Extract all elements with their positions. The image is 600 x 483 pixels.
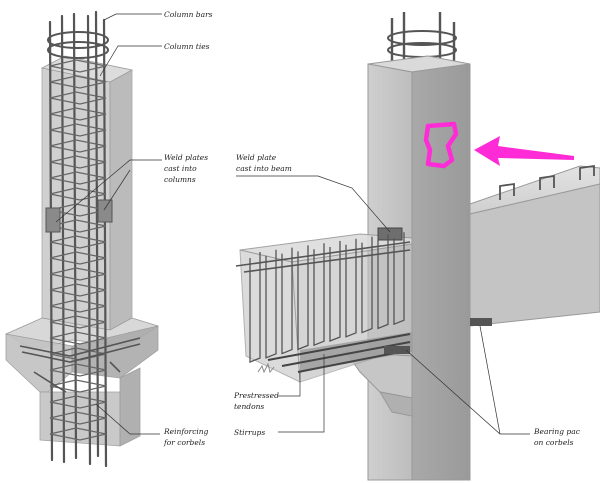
column-tie — [49, 251, 107, 265]
left-column-base-side — [119, 367, 141, 447]
label-weld-plates-columns: Weld plates — [164, 153, 208, 162]
column-tie — [49, 395, 107, 409]
left-column-shaft-side — [109, 69, 133, 331]
column-tie — [49, 235, 107, 249]
left-beam — [235, 227, 413, 383]
left-beam-end — [239, 249, 301, 383]
label-weld-plate-beam-line2: cast into beam — [236, 164, 292, 173]
beam-stirrup — [297, 245, 309, 351]
beam-stirrup — [313, 243, 325, 347]
column-tie — [49, 411, 107, 425]
left-weld-plate-1 — [45, 207, 61, 233]
label-reinforcing-corbels: Reinforcing — [163, 427, 209, 436]
highlight-marker — [423, 121, 459, 169]
column-tie — [49, 107, 107, 121]
left-beam-top-bars — [235, 241, 411, 273]
label-weld-plate-beam: Weld plate — [236, 153, 277, 162]
label-bearing-pad-line2: on corbels — [534, 438, 574, 447]
label-prestressed-tendons: Prestressed — [233, 391, 279, 400]
beam-stirrup — [329, 241, 341, 342]
beam-stirrup — [281, 247, 293, 355]
labels: Column bars Column ties Weld plates cast… — [163, 10, 581, 447]
column-tie — [49, 171, 107, 185]
right-beam-top — [469, 165, 600, 215]
beam-stirrup — [377, 234, 389, 330]
label-column-bars: Column bars — [164, 10, 213, 19]
label-bearing-pad: Bearing pac — [533, 427, 581, 436]
right-corbel-base — [378, 391, 413, 417]
column-tie — [49, 155, 107, 169]
column-tie — [49, 91, 107, 105]
label-prestressed-tendons-line2: tendons — [234, 402, 264, 411]
column-tie — [49, 347, 107, 361]
column-tie — [49, 363, 107, 377]
corbel-reinforcing — [19, 337, 141, 393]
left-column-bar-tops — [47, 31, 109, 59]
beam-stirrup — [265, 249, 277, 359]
column-tie — [49, 315, 107, 329]
column-tie — [49, 75, 107, 89]
label-stirrups: Stirrups — [234, 428, 265, 437]
beam-stirrup — [361, 236, 373, 334]
column-tie — [49, 379, 107, 393]
left-beam-stirrups — [249, 232, 405, 363]
highlight-arrow — [474, 136, 574, 166]
column-tie — [49, 123, 107, 137]
column-tie — [49, 299, 107, 313]
leader-lines — [55, 13, 530, 435]
ground-tuft — [257, 362, 275, 374]
column-tie — [49, 331, 107, 345]
beam-stirrup — [393, 232, 405, 326]
right-column-ties — [387, 30, 457, 58]
column-tie — [49, 283, 107, 297]
right-beam-front — [469, 183, 600, 327]
left-column-ties — [49, 59, 107, 441]
left-weld-plate-2 — [97, 199, 113, 223]
bearing-pad-left — [384, 346, 410, 354]
column-tie — [49, 187, 107, 201]
column-tie — [49, 267, 107, 281]
label-weld-plates-columns-line3: columns — [164, 175, 196, 184]
label-column-ties: Column ties — [164, 42, 210, 51]
label-reinforcing-corbels-line2: for corbels — [163, 438, 205, 447]
beam-weld-plate — [377, 227, 403, 241]
bearing-pad-right — [470, 318, 492, 326]
right-beam — [469, 164, 600, 327]
column-tie — [49, 139, 107, 153]
right-beam-stirrups — [499, 164, 595, 200]
beam-stirrup — [345, 238, 357, 338]
column-tie — [49, 219, 107, 233]
label-weld-plates-columns-line2: cast into — [164, 164, 197, 173]
column-tie — [49, 427, 107, 441]
beam-stirrup — [249, 252, 261, 363]
left-column — [5, 10, 159, 468]
